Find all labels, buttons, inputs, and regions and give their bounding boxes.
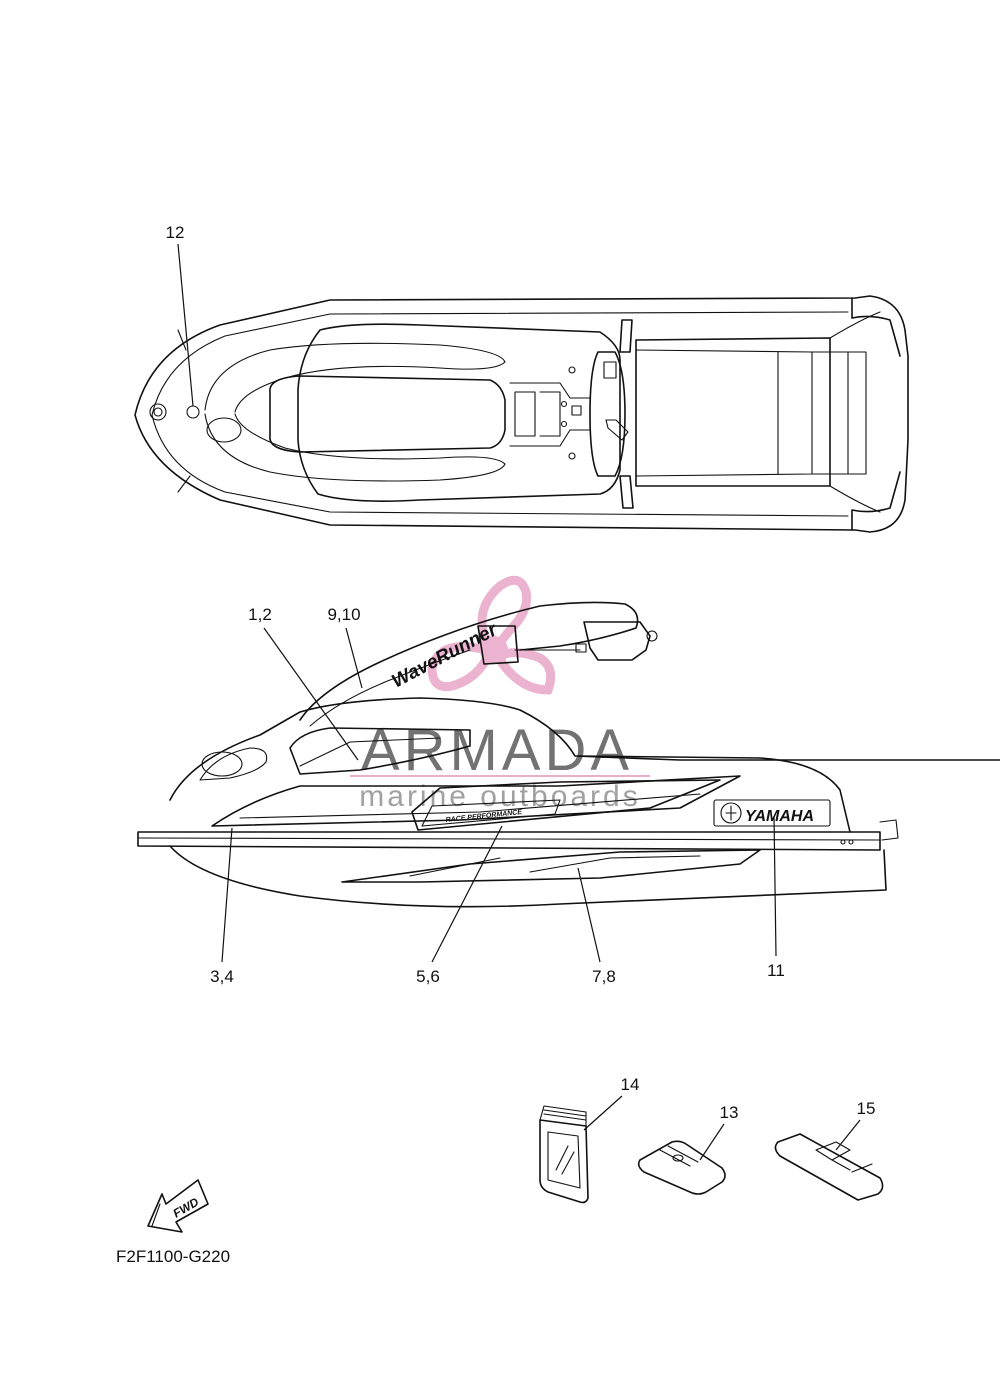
callout-1-2: 1,2 [248, 605, 272, 624]
leader-7-8 [577, 867, 601, 963]
callout-7-8: 7,8 [592, 967, 616, 986]
callout-14: 14 [621, 1075, 640, 1094]
figure-code: F2F1100-G220 [116, 1247, 230, 1266]
decal-yamaha: YAMAHA [745, 808, 814, 825]
part-14-document-bag [539, 1105, 589, 1204]
callout-3-4: 3,4 [210, 967, 234, 986]
callout-11: 11 [767, 961, 785, 980]
watermark-brand: ARMADA [361, 718, 633, 783]
callout-15: 15 [857, 1099, 876, 1118]
leader-11 [773, 815, 777, 957]
leader-14 [583, 1095, 623, 1131]
leader-13 [699, 1123, 725, 1161]
fwd-arrow-icon [147, 1179, 209, 1233]
leader-5-6 [431, 825, 503, 963]
callout-9-10: 9,10 [327, 605, 360, 624]
side-view-hull [137, 601, 1000, 908]
leader-1-2 [263, 627, 359, 761]
leader-9-10 [345, 627, 363, 689]
callout-13: 13 [720, 1103, 739, 1122]
part-13-pouch [637, 1140, 726, 1195]
leader-12 [177, 243, 194, 407]
part-15-strap-bag [774, 1133, 884, 1201]
leader-3-4 [221, 827, 233, 963]
callout-5-6: 5,6 [416, 967, 440, 986]
yamaha-tuning-fork-icon [720, 802, 742, 824]
callout-12: 12 [166, 223, 185, 242]
top-view-hull [134, 295, 909, 533]
leader-15 [835, 1119, 861, 1151]
